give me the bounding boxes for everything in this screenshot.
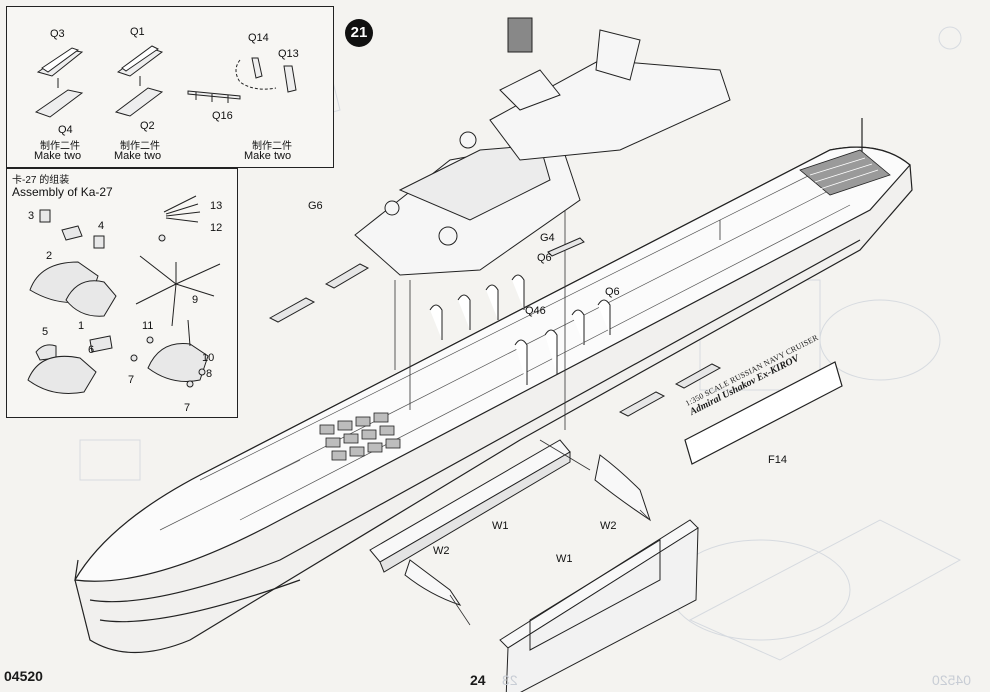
ka27-part-3: 3 xyxy=(28,210,35,222)
callout-q46: Q46 xyxy=(525,305,546,317)
make-two-cn-left: 制作二件 xyxy=(40,141,80,152)
boat-label-q13: Q13 xyxy=(278,48,299,60)
mirror-code-ghost: 04520 xyxy=(932,672,971,688)
page-number: 24 xyxy=(470,672,486,688)
ka27-part-12: 12 xyxy=(210,222,223,234)
boats-detail-box xyxy=(6,6,334,168)
callout-q6-left: Q6 xyxy=(537,252,552,264)
boat-label-q4: Q4 xyxy=(58,124,73,136)
callout-w1-bottom: W1 xyxy=(556,553,573,565)
ka27-part-8: 8 xyxy=(206,368,213,380)
callout-w2-top: W2 xyxy=(600,520,617,532)
ka27-title-cn: 卡-27 的组装 xyxy=(12,175,70,186)
ka27-part-10: 10 xyxy=(202,352,215,364)
ka27-part-4: 4 xyxy=(98,220,105,232)
ka27-part-7b: 7 xyxy=(184,402,191,414)
boat-label-q2: Q2 xyxy=(140,120,155,132)
ka27-title: Assembly of Ka-27 xyxy=(12,185,113,199)
ka27-part-2: 2 xyxy=(46,250,53,262)
make-two-right: Make two xyxy=(244,150,292,162)
step-number-badge: 21 xyxy=(345,19,373,47)
ka27-part-5: 5 xyxy=(42,326,49,338)
ka27-part-9: 9 xyxy=(192,294,199,306)
ka27-part-11: 11 xyxy=(142,320,154,332)
make-two-middle: Make two xyxy=(114,150,162,162)
callout-w1-top: W1 xyxy=(492,520,509,532)
product-code: 04520 xyxy=(4,668,43,684)
callout-f14: F14 xyxy=(768,454,787,466)
mirror-page-ghost: 23 xyxy=(502,672,518,688)
boat-label-q1: Q1 xyxy=(130,26,145,38)
ka27-part-1: 1 xyxy=(78,320,85,332)
make-two-cn-right: 制作二件 xyxy=(252,141,292,152)
ka27-part-6: 6 xyxy=(88,344,95,356)
callout-g4: G4 xyxy=(540,232,555,244)
boat-label-q16: Q16 xyxy=(212,110,233,122)
make-two-cn-middle: 制作二件 xyxy=(120,141,160,152)
callout-q6-right: Q6 xyxy=(605,286,620,298)
boat-label-q14: Q14 xyxy=(248,32,269,44)
ka27-part-13: 13 xyxy=(210,200,223,212)
make-two-left: Make two xyxy=(34,150,82,162)
boat-label-q3: Q3 xyxy=(50,28,65,40)
callout-w2-bottom: W2 xyxy=(433,545,450,557)
callout-g6: G6 xyxy=(308,200,323,212)
ka27-part-7a: 7 xyxy=(128,374,135,386)
